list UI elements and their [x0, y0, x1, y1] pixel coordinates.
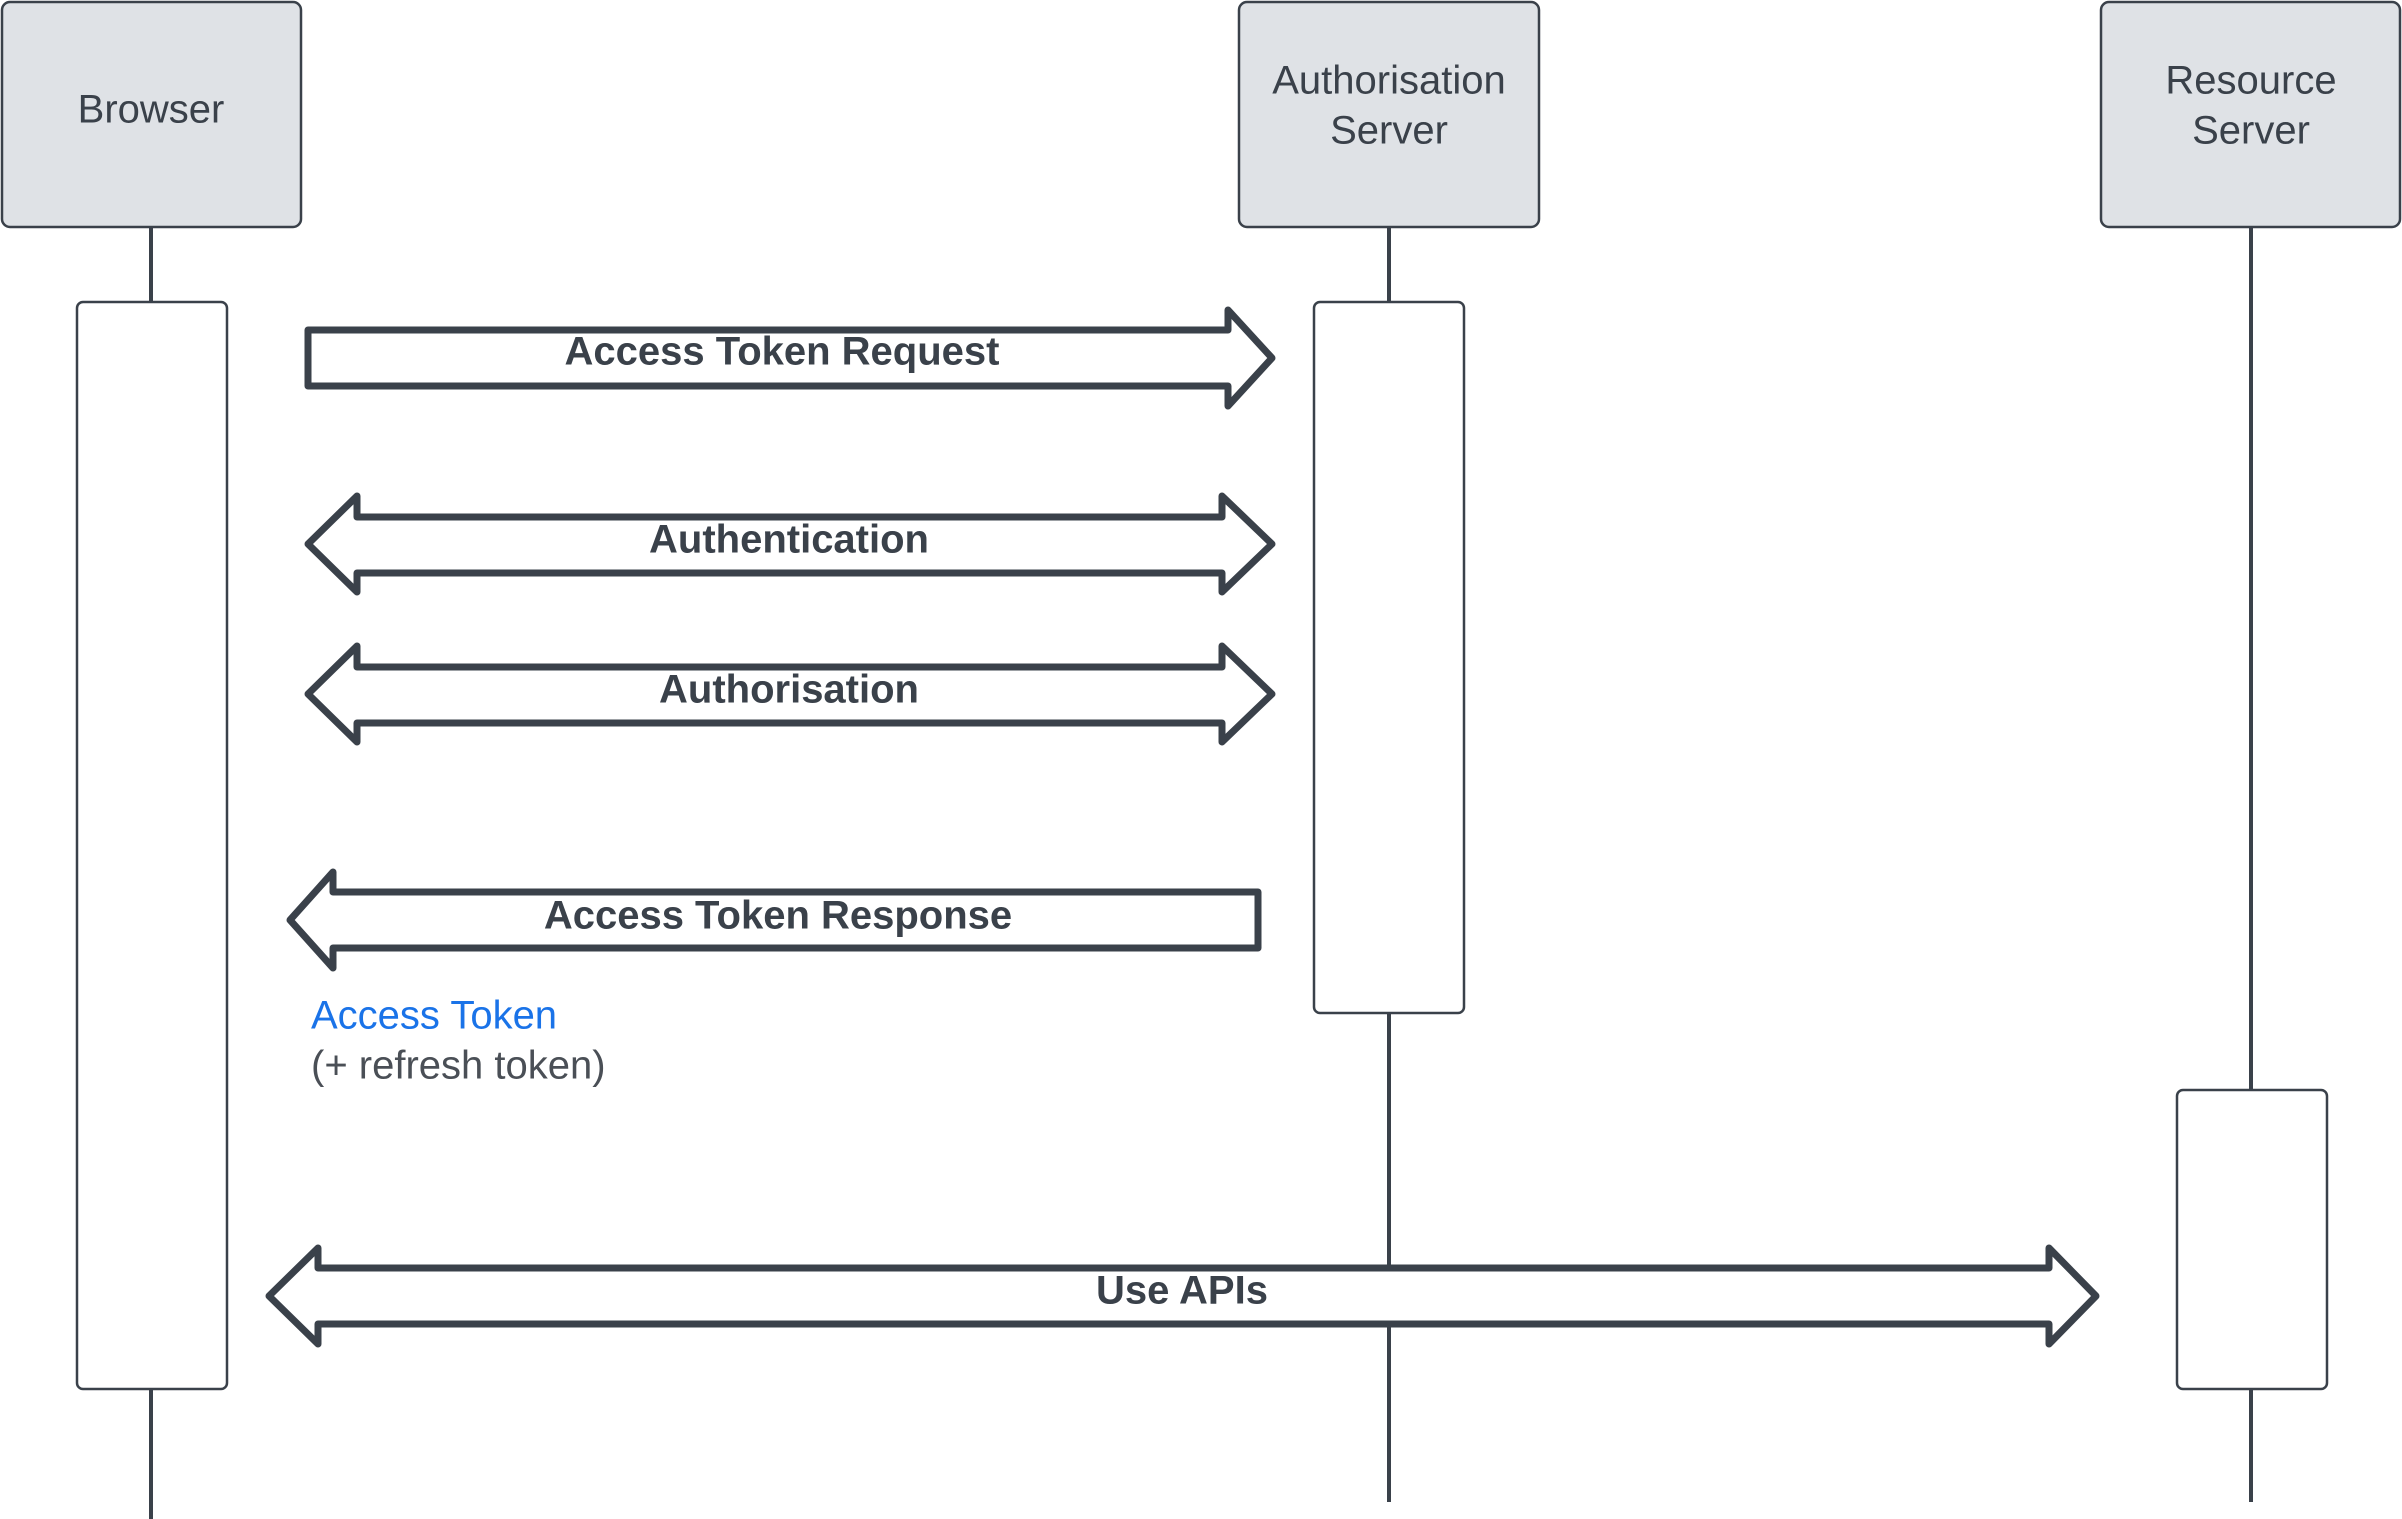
access-token-response-arrow: Access Token Response	[286, 868, 1262, 972]
browser-label: Browser	[78, 88, 225, 132]
auth-server-activation	[1312, 300, 1466, 1015]
use-apis-label: Use APIs	[1096, 1269, 1268, 1313]
auth-server-header-box	[1237, 0, 1541, 229]
refresh-token-note: (+ refresh token)	[311, 1044, 606, 1088]
browser-header-box	[0, 0, 303, 229]
authentication-label: Authentication	[649, 518, 929, 562]
use-apis-arrow: Use APIs	[265, 1244, 2100, 1348]
authentication-arrow: Authentication	[304, 492, 1276, 596]
access-token-response-arrow-shape	[286, 868, 1262, 972]
resource-server-header-box	[2099, 0, 2402, 229]
access-token-response-label: Access Token Response	[544, 894, 1012, 938]
access-token-request-arrow-shape	[304, 306, 1276, 410]
browser-activation	[75, 300, 229, 1391]
auth-server-label-line1: Authorisation	[1272, 59, 1505, 103]
resource-server-activation	[2175, 1088, 2329, 1391]
authentication-arrow-shape	[304, 492, 1276, 596]
auth-server-label-line2: Server	[1330, 109, 1448, 153]
access-token-request-arrow: Access Token Request	[304, 306, 1276, 410]
access-token-note: Access Token	[311, 994, 557, 1038]
resource-server-participant: Resource Server	[2099, 0, 2402, 229]
use-apis-arrow-shape	[265, 1244, 2100, 1348]
auth-server-participant: Authorisation Server	[1237, 0, 1541, 229]
resource-server-label-line1: Resource	[2165, 59, 2336, 103]
authorisation-arrow-shape	[304, 642, 1276, 746]
access-token-request-label: Access Token Request	[565, 330, 1000, 374]
browser-participant: Browser	[0, 0, 303, 229]
authorisation-arrow: Authorisation	[304, 642, 1276, 746]
resource-server-label-line2: Server	[2192, 109, 2310, 153]
authorisation-label: Authorisation	[659, 668, 919, 712]
